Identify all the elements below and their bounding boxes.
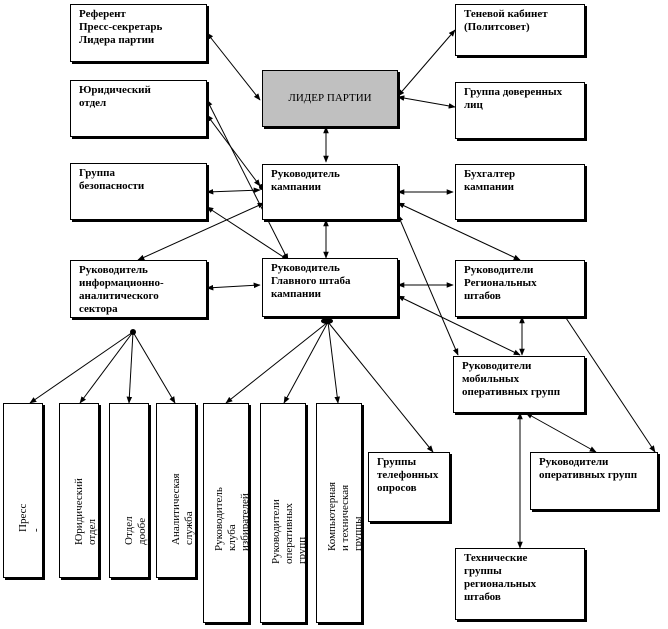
regional-heads-box: Руководители Региональных штабов — [455, 260, 585, 317]
mobile-groups-box: Руководители мобильных оперативных групп — [453, 356, 585, 413]
link-info-press — [29, 331, 134, 404]
link-info-hq — [206, 282, 261, 291]
party-leader-box: ЛИДЕР ПАРТИИ — [262, 70, 398, 127]
main-hq-head-box: Руководитель Главного штаба кампании — [262, 258, 398, 317]
legal-department-box: Юридический отдел — [70, 80, 207, 137]
accountant-box: Бухгалтер кампании — [455, 164, 585, 220]
legal-dept-vertical-label: Юридический отдел — [73, 478, 98, 545]
link-campaign-info — [137, 202, 265, 261]
link-mobile-operational — [525, 412, 597, 453]
link-legal-campaign — [206, 114, 261, 187]
link-shadow-leader — [397, 29, 456, 97]
legal-dept-vertical-box: Юридический отдел — [59, 403, 99, 578]
link-campaign-security — [206, 187, 261, 195]
computer-groups-label: Компьютерная и техническая группы главно… — [326, 481, 362, 551]
voters-club-box: Руководитель клуба избирателей в поддерж… — [203, 403, 249, 623]
operational-groups-capital-box: Руководители оперативных групп столицы — [260, 403, 306, 623]
link-trusted-leader — [397, 95, 456, 109]
link-info-analytic — [132, 331, 176, 404]
link-hq-phone — [327, 321, 434, 453]
door-to-door-box: Отдел дooбe — [109, 403, 149, 578]
link-info-legal — [79, 331, 134, 404]
link-hq-mobile — [397, 295, 521, 356]
technical-groups-box: Технические группы региональных штабов — [455, 548, 585, 620]
computer-groups-box: Компьютерная и техническая группы главно… — [316, 403, 362, 623]
link-referent-leader — [206, 32, 261, 101]
analytic-service-label: Аналитическая служба — [170, 473, 195, 545]
junction-dot — [130, 329, 136, 335]
analytic-service-box: Аналитическая служба — [156, 403, 196, 578]
press-service-label: Пресс - служба — [17, 503, 42, 532]
phone-survey-box: Группы телефонных опросов — [368, 452, 450, 522]
info-analytic-head-box: Руководитель информационно- аналитическо… — [70, 260, 207, 318]
operational-groups-capital-label: Руководители оперативных групп столицы — [270, 499, 306, 564]
link-hq-opgroups — [283, 321, 329, 404]
junction-dot — [321, 318, 333, 324]
link-hq-voters — [225, 321, 329, 404]
link-campaign-regional — [397, 202, 521, 261]
security-group-box: Группа безопасности — [70, 163, 207, 220]
trusted-persons-box: Группа доверенных лиц — [455, 82, 585, 139]
operational-heads-box: Руководители оперативных групп — [530, 452, 658, 510]
referent-box: Референт Пресс-секретарь Лидера партии — [70, 4, 207, 62]
voters-club-label: Руководитель клуба избирателей в поддерж… — [213, 487, 249, 551]
press-service-box: Пресс - служба — [3, 403, 43, 578]
link-regional-operational — [565, 317, 656, 453]
shadow-cabinet-box: Теневой кабинет (Политсовет) — [455, 4, 585, 56]
door-to-door-label: Отдел дooбe — [123, 516, 148, 545]
campaign-head-box: Руководитель кампании — [262, 164, 398, 220]
link-hq-computer — [327, 321, 341, 404]
link-info-door — [126, 331, 134, 404]
